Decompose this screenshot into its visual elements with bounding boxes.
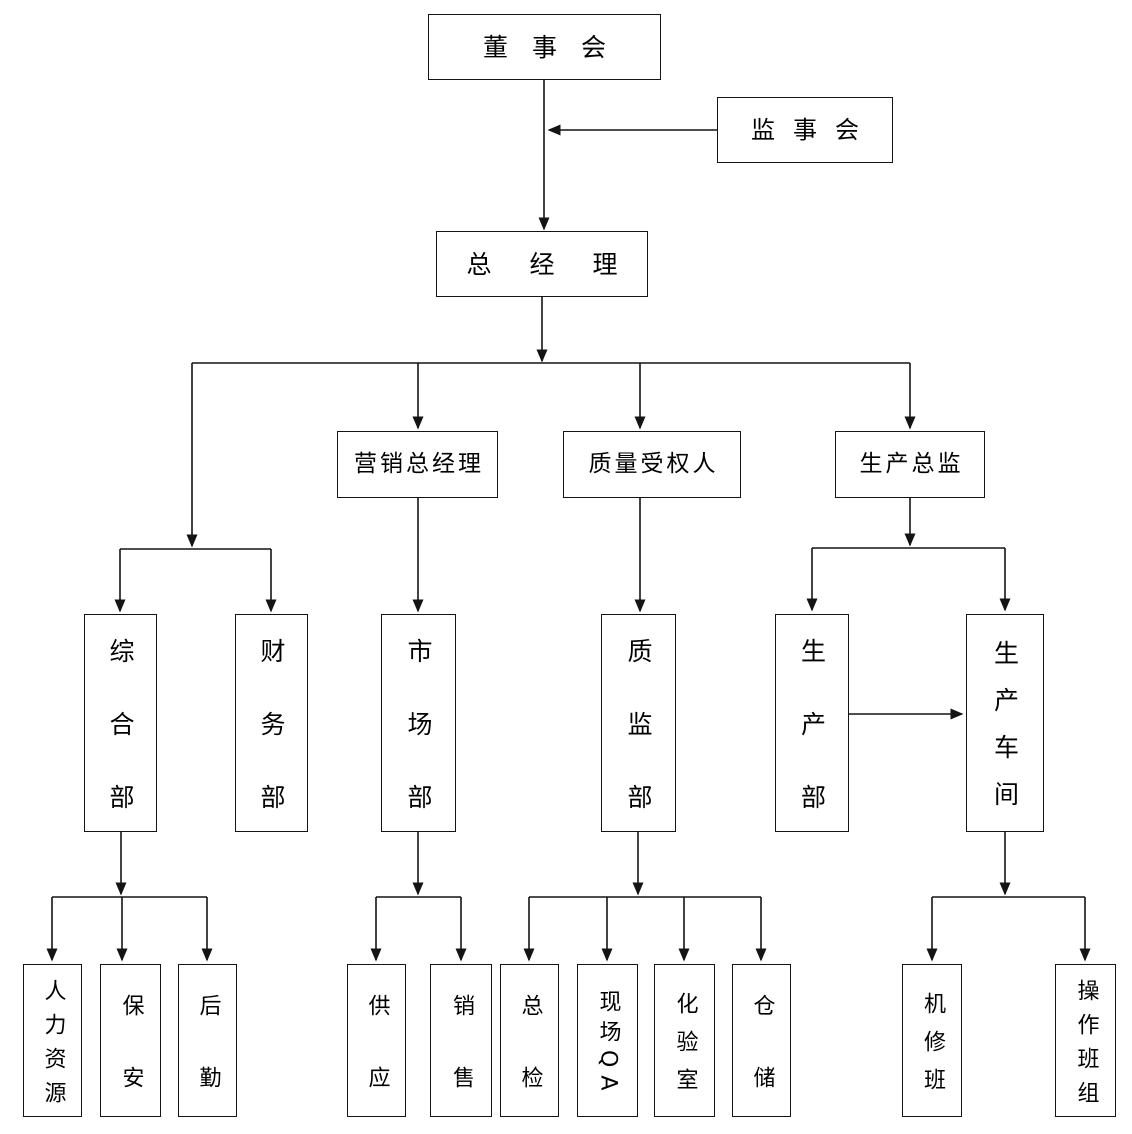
org-node-finance-dept: 财务部 bbox=[235, 614, 308, 857]
org-node-onsite-qa-label: 现场QA bbox=[595, 990, 621, 1099]
org-node-supply: 供应 bbox=[347, 964, 406, 1134]
org-node-chief-inspection: 总检 bbox=[500, 964, 559, 1134]
org-node-laboratory-label: 化验室 bbox=[672, 991, 698, 1106]
org-node-human-resources: 人力资源 bbox=[23, 964, 82, 1117]
org-node-finance-dept-label: 财务部 bbox=[257, 637, 286, 857]
org-node-supply-label: 供应 bbox=[364, 993, 390, 1134]
org-node-operation-team-label: 操作班组 bbox=[1073, 978, 1099, 1115]
org-node-production-workshop-label: 生产车间 bbox=[990, 640, 1020, 828]
org-node-sales-label: 销售 bbox=[449, 993, 474, 1134]
org-node-human-resources-label: 人力资源 bbox=[40, 978, 66, 1115]
org-node-sales: 销售 bbox=[430, 964, 492, 1134]
org-node-general-manager-label: 总经理 bbox=[466, 249, 656, 279]
org-node-marketing-gm: 营销总经理 bbox=[337, 431, 498, 498]
org-node-quality-authorized-person: 质量受权人 bbox=[563, 431, 741, 498]
org-node-general-dept-label: 综合部 bbox=[106, 637, 135, 857]
org-node-production-director: 生产总监 bbox=[835, 431, 985, 498]
org-node-logistics: 后勤 bbox=[178, 964, 237, 1134]
org-node-security-label: 保安 bbox=[118, 993, 144, 1134]
org-node-supervisory-label: 监事会 bbox=[751, 116, 877, 144]
org-node-production-dept: 生产部 bbox=[775, 614, 849, 857]
org-node-market-dept-label: 市场部 bbox=[404, 637, 433, 857]
org-node-general-dept: 综合部 bbox=[84, 614, 157, 857]
org-node-production-workshop: 生产车间 bbox=[966, 614, 1044, 832]
org-node-supervisory: 监事会 bbox=[717, 97, 893, 163]
org-node-security: 保安 bbox=[100, 964, 161, 1134]
org-node-marketing-gm-label: 营销总经理 bbox=[354, 451, 484, 477]
org-node-warehouse-label: 仓储 bbox=[749, 993, 775, 1134]
org-node-laboratory: 化验室 bbox=[654, 964, 715, 1117]
org-node-production-dept-label: 生产部 bbox=[797, 637, 827, 857]
org-node-quality-authorized-person-label: 质量受权人 bbox=[588, 451, 719, 477]
org-node-board-label: 董事会 bbox=[482, 32, 630, 62]
org-node-machine-repair-team: 机修班 bbox=[902, 964, 962, 1117]
org-node-onsite-qa: 现场QA bbox=[577, 964, 638, 1117]
org-node-operation-team: 操作班组 bbox=[1055, 964, 1116, 1117]
org-node-board: 董事会 bbox=[428, 14, 661, 80]
org-node-quality-supervision-dept-label: 质监部 bbox=[624, 637, 653, 857]
org-node-chief-inspection-label: 总检 bbox=[517, 993, 543, 1134]
org-node-production-director-label: 生产总监 bbox=[859, 451, 964, 477]
org-node-warehouse: 仓储 bbox=[732, 964, 791, 1134]
org-node-quality-supervision-dept: 质监部 bbox=[601, 614, 676, 857]
org-node-general-manager: 总经理 bbox=[436, 231, 648, 297]
org-node-machine-repair-team-label: 机修班 bbox=[920, 991, 945, 1106]
org-node-logistics-label: 后勤 bbox=[195, 993, 221, 1134]
org-node-market-dept: 市场部 bbox=[381, 614, 456, 857]
